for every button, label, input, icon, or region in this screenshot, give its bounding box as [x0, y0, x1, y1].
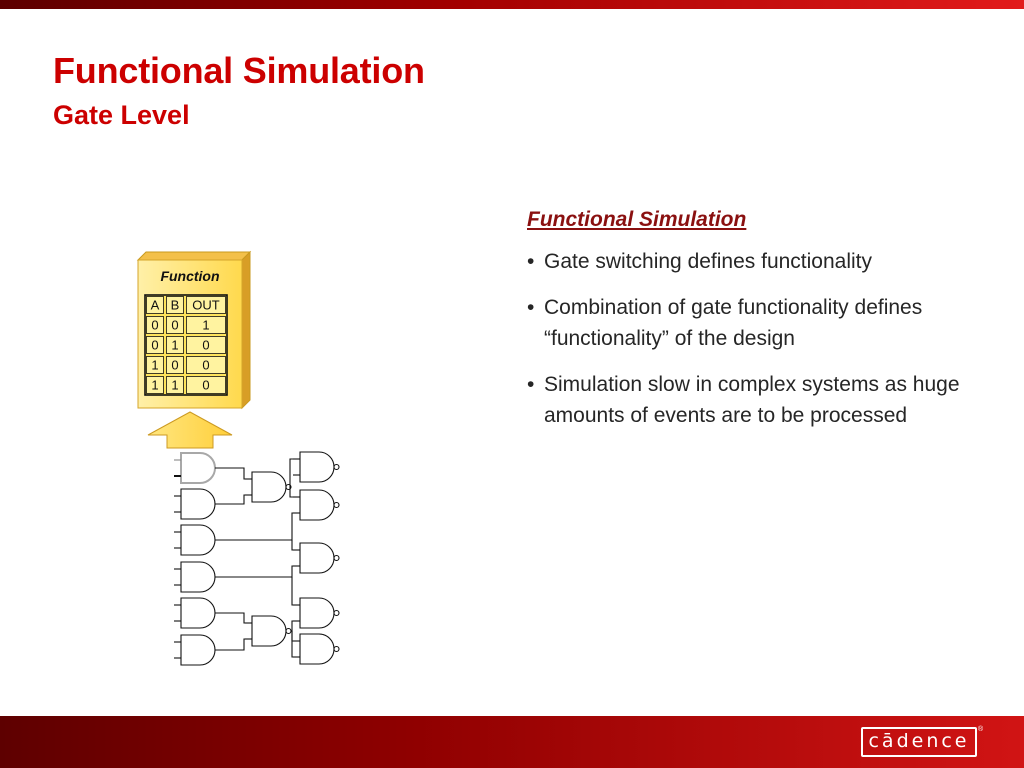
and-gate [299, 597, 335, 629]
bullet-text: Simulation slow in complex systems as hu… [544, 373, 960, 427]
inverter-bubble [333, 609, 340, 617]
circuit-wire [215, 565, 300, 578]
truth-table-value: 0 [202, 378, 209, 393]
truth-table-cell [146, 316, 164, 334]
truth-table-cell [166, 336, 184, 354]
slide-title: Functional Simulation [53, 50, 425, 91]
truth-table-cell [146, 356, 164, 374]
and-gate [180, 452, 216, 484]
circuit-wire [289, 487, 300, 498]
circuit-wire [289, 458, 300, 488]
and-gate [299, 451, 335, 483]
truth-table-value: 0 [202, 358, 209, 373]
inverter-bubble [333, 645, 340, 653]
truth-table-value: 1 [202, 318, 209, 333]
truth-table-value: 0 [202, 338, 209, 353]
bullet-text: Gate switching defines functionality [544, 250, 873, 273]
truth-table-value: 0 [151, 338, 158, 353]
truth-table-cell [166, 376, 184, 394]
logic-gate-circuit [174, 451, 340, 666]
function-box-title: Function [160, 268, 219, 284]
inverter-bubble [285, 627, 292, 635]
truth-table-value: 1 [151, 378, 158, 393]
bullet-item: •Simulation slow in complex systems as h… [527, 373, 960, 427]
truth-table-value: 1 [171, 338, 178, 353]
and-gate [251, 615, 287, 647]
bullet-item: •Gate switching defines functionality [527, 250, 873, 273]
circuit-wire [291, 577, 300, 606]
circuit-wire [215, 467, 252, 480]
truth-table-header-cell [166, 296, 184, 314]
circuit-wire [215, 494, 252, 505]
inverter-bubble [333, 554, 340, 562]
truth-table-value: 1 [151, 358, 158, 373]
truth-table-value: 0 [151, 318, 158, 333]
and-gate [299, 633, 335, 665]
and-gate [180, 488, 216, 520]
and-gate [180, 634, 216, 666]
and-gate [299, 542, 335, 574]
truth-table-header: A [151, 298, 160, 313]
up-arrow [147, 411, 233, 449]
truth-table-header: OUT [192, 298, 220, 313]
and-gate [180, 561, 216, 593]
truth-table-value: 1 [171, 378, 178, 393]
circuit-wire [215, 638, 252, 651]
truth-table-cell [166, 356, 184, 374]
truth-table-header-cell [146, 296, 164, 314]
footer-bar [0, 716, 1024, 768]
truth-table-cell [186, 356, 226, 374]
truth-table-cell [186, 336, 226, 354]
and-gate [299, 489, 335, 521]
bullet-item: •Combination of gate functionality defin… [527, 296, 923, 350]
bullet-text: Combination of gate functionality define… [544, 296, 923, 350]
and-gate [251, 471, 287, 503]
truth-table-cell [186, 316, 226, 334]
circuit-wire [291, 540, 300, 551]
truth-table-cell [146, 376, 164, 394]
truth-table-value: 0 [171, 318, 178, 333]
inverter-bubble [333, 501, 340, 509]
cadence-logo: cādence [861, 727, 977, 757]
circuit-wire [291, 631, 300, 658]
truth-table-cell [166, 316, 184, 334]
circuit-wire [215, 512, 300, 541]
inverter-bubble [333, 463, 340, 471]
truth-table-cell [146, 336, 164, 354]
circuit-wire [215, 612, 252, 624]
truth-table-header-cell [186, 296, 226, 314]
registered-mark: ® [978, 726, 984, 733]
truth-table-cell [186, 376, 226, 394]
slide-subtitle: Gate Level [53, 100, 190, 130]
truth-table-header: B [171, 298, 180, 313]
text-block: Functional Simulation •Gate switching de… [527, 205, 987, 446]
truth-table-value: 0 [171, 358, 178, 373]
circuit-wire [291, 631, 300, 642]
top-accent-bar [0, 0, 1024, 9]
and-gate [180, 524, 216, 556]
and-gate [180, 597, 216, 629]
circuit-wire [291, 620, 300, 632]
section-heading: Functional Simulation [527, 208, 747, 231]
bullet-list: •Gate switching defines functionality •C… [527, 246, 987, 431]
